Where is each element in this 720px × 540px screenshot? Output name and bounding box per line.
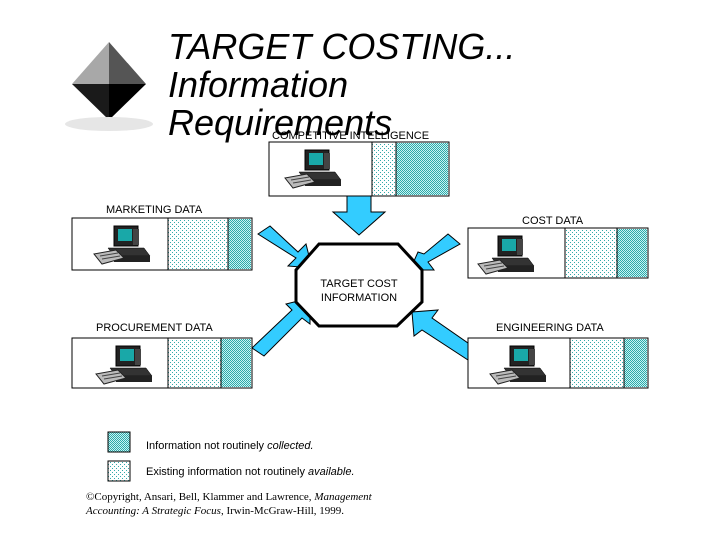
diamond-logo-icon [65,42,153,131]
title-line-2: Information [168,64,349,105]
target-cost-label: TARGET COST INFORMATION [296,277,422,305]
label-engineering-data: ENGINEERING DATA [496,322,604,334]
title-line-3: Requirements [168,102,393,143]
target-cost-octagon [294,242,424,328]
page-title: TARGET COSTING... Information Requiremen… [168,28,515,142]
procurement-data-box [71,337,253,389]
competitive-data-box [268,141,450,197]
label-cost-data: COST DATA [522,215,584,227]
legend-item-2-text: Existing information not routinely [146,466,309,478]
copyright-book-title: Management Accounting: A Strategic Focus [86,491,372,517]
copyright-prefix: ©Copyright, Ansari, Bell, Klammer and La… [86,491,315,503]
legend-swatch-not-collected [107,431,131,453]
cost-data-box [467,227,649,279]
engineering-data-box [467,337,649,389]
legend-item-1-emph: collected. [267,440,314,452]
marketing-data-box [71,217,253,271]
legend-item-not-available: Existing information not routinely avail… [146,466,355,478]
label-procurement-data: PROCUREMENT DATA [96,322,213,334]
arrow-down-from-competitive [331,195,387,236]
label-marketing-data: MARKETING DATA [106,204,203,216]
title-line-1: TARGET COSTING... [168,26,516,67]
legend-item-1-text: Information not routinely [146,440,268,452]
label-competitive-intelligence: COMPETITIVE INTELLIGENCE [272,130,430,142]
copyright-notice: ©Copyright, Ansari, Bell, Klammer and La… [86,490,396,518]
legend-item-not-collected: Information not routinely collected. [146,440,314,452]
target-cost-line-1: TARGET COST [320,278,398,290]
target-cost-line-2: INFORMATION [320,292,398,304]
copyright-suffix: , Irwin-McGraw-Hill, 1999. [220,505,345,517]
legend-swatch-not-available [107,460,131,482]
legend-item-2-emph: available. [308,466,355,478]
